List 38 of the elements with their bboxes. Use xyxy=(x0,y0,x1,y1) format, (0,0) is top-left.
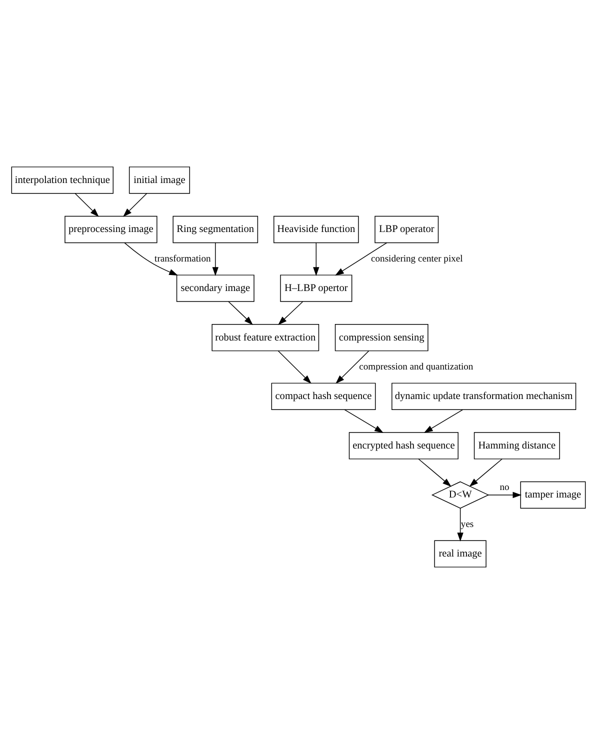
arrow xyxy=(313,242,320,276)
arrow xyxy=(228,300,253,324)
node-box: Hamming distance xyxy=(474,432,560,459)
node-box: tamper image xyxy=(520,480,586,508)
arrow xyxy=(122,192,148,216)
arrow xyxy=(344,408,384,432)
arrow xyxy=(469,458,502,486)
node-box: secondary image xyxy=(176,274,254,302)
node-box: Heaviside function xyxy=(274,215,359,243)
edge-label: compression and quantization xyxy=(359,361,474,372)
arrow xyxy=(457,508,464,541)
node-box: encrypted hash sequence xyxy=(348,432,458,459)
arrow xyxy=(278,350,312,384)
arrow xyxy=(424,408,464,432)
edge-label: transformation xyxy=(154,252,211,264)
arrow xyxy=(278,300,304,324)
node-box: compression sensing xyxy=(334,323,428,351)
node-box: dynamic update transformation mechanism xyxy=(392,382,576,410)
node-box: robust feature extraction xyxy=(212,323,320,351)
node-box: initial image xyxy=(128,166,190,194)
arrow xyxy=(124,242,178,275)
node-diamond: D<W xyxy=(431,480,490,508)
node-box: interpolation technique xyxy=(11,166,114,194)
node-box: compact hash sequence xyxy=(271,382,376,410)
edge-label: no xyxy=(500,482,510,493)
edge-label: yes xyxy=(460,518,474,530)
node-box: preprocessing image xyxy=(64,215,158,243)
arrow xyxy=(418,458,452,486)
node-box: H–LBP opertor xyxy=(280,274,352,302)
arrow xyxy=(212,242,218,276)
arrow xyxy=(336,350,370,384)
arrow xyxy=(335,242,388,276)
arrow xyxy=(488,491,522,498)
node-box: Ring segmentation xyxy=(172,215,258,243)
node-box: LBP operator xyxy=(374,215,439,243)
node-box: real image xyxy=(434,540,486,567)
arrow xyxy=(74,192,99,216)
edge-label: considering center pixel xyxy=(371,252,463,264)
